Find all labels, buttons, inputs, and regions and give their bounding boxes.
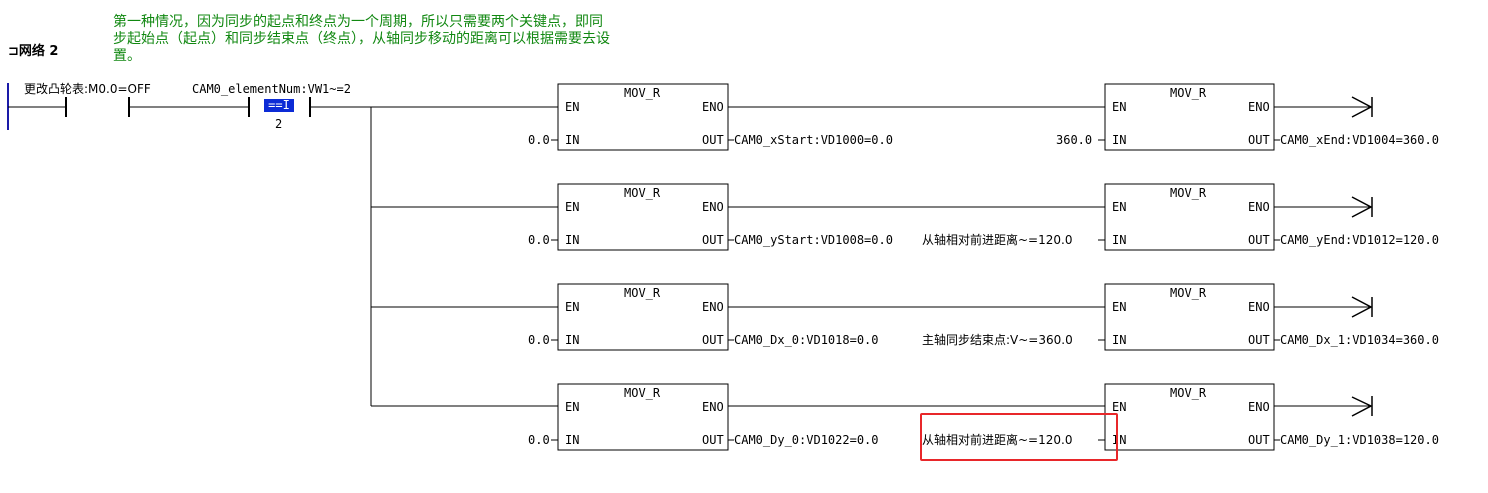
compare-value[interactable]: 2 [275,117,283,131]
box-4b-eno: ENO [1248,400,1270,414]
box-4b-out: OUT [1248,433,1270,447]
box-4a-en: EN [565,400,580,414]
highlight-box [920,413,1118,461]
box-4b-out-operand[interactable]: CAM0_Dy_1:VD1038=120.0 [1280,433,1439,447]
box-4a-in-operand[interactable]: 0.0 [528,433,550,447]
box-1b-out: OUT [1248,133,1270,147]
box-2b-in: IN [1112,233,1127,247]
box-4a-in: IN [565,433,580,447]
rung-row-2 [371,183,1373,251]
box-4b-title: MOV_R [1170,386,1207,400]
box-1a-in: IN [565,133,580,147]
box-1b-title: MOV_R [1170,86,1207,100]
rung-row-1 [371,83,1373,151]
network-comment[interactable]: 第一种情况，因为同步的起点和终点为一个周期，所以只需要两个关键点，即同步起始点（… [113,14,610,64]
network-title-label: 网络 2 [18,44,59,59]
box-2b-en: EN [1112,200,1127,214]
coil-arrow-icon-4 [1351,396,1373,417]
rung-row-4 [371,383,1373,451]
mov-r-box-4a [557,383,729,451]
box-2b-eno: ENO [1248,200,1270,214]
coil-arrow-icon-2 [1351,196,1373,218]
network-title[interactable]: ⊐网络 2 [8,40,58,59]
box-3a-title: MOV_R [624,286,661,300]
box-3b-title: MOV_R [1170,286,1207,300]
rung-row-3 [371,283,1373,351]
box-3b-in-operand[interactable]: 主轴同步结束点:V~=360.0 [922,333,1073,347]
box-3a-in-operand[interactable]: 0.0 [528,333,550,347]
box-1a-in-operand[interactable]: 0.0 [528,133,550,147]
box-1a-en: EN [565,100,580,114]
coil-arrow-icon-3 [1351,296,1373,318]
box-2a-title: MOV_R [624,186,661,200]
box-4b-en: EN [1112,400,1127,414]
box-3a-out: OUT [702,333,724,347]
box-3b-out-operand[interactable]: CAM0_Dx_1:VD1034=360.0 [1280,333,1439,347]
box-4b-in-operand[interactable]: 从轴相对前进距离~=120.0 [922,433,1073,447]
box-1b-eno: ENO [1248,100,1270,114]
box-2a-in: IN [565,233,580,247]
box-1a-out: OUT [702,133,724,147]
box-3a-eno: ENO [702,300,724,314]
box-4a-out-operand[interactable]: CAM0_Dy_0:VD1022=0.0 [734,433,879,447]
box-3b-in: IN [1112,333,1127,347]
mov-r-box-2a [557,183,729,251]
box-1b-in-operand[interactable]: 360.0 [1056,133,1093,147]
contact2-label[interactable]: CAM0_elementNum:VW1~=2 [192,82,351,96]
mov-r-box-4b [1104,383,1275,451]
box-1a-eno: ENO [702,100,724,114]
box-2b-out-operand[interactable]: CAM0_yEnd:VD1012=120.0 [1280,233,1439,247]
box-2a-out-operand[interactable]: CAM0_yStart:VD1008=0.0 [734,233,893,247]
mov-r-box-3a [557,283,729,351]
box-2b-in-operand[interactable]: 从轴相对前进距离~=120.0 [922,233,1073,247]
mov-r-box-3b [1104,283,1275,351]
box-3b-eno: ENO [1248,300,1270,314]
box-3a-en: EN [565,300,580,314]
box-3a-in: IN [565,333,580,347]
box-2a-eno: ENO [702,200,724,214]
box-3a-out-operand[interactable]: CAM0_Dx_0:VD1018=0.0 [734,333,879,347]
box-4a-title: MOV_R [624,386,661,400]
box-1a-out-operand[interactable]: CAM0_xStart:VD1000=0.0 [734,133,893,147]
box-2b-out: OUT [1248,233,1270,247]
mov-r-box-1b [1104,83,1275,151]
mov-r-box-1a [557,83,729,151]
box-1b-in: IN [1112,133,1127,147]
mov-r-box-2b [1104,183,1275,251]
coil-arrow-icon-1 [1351,96,1373,118]
contact1-label[interactable]: 更改凸轮表:M0.0=OFF [24,82,151,96]
box-1b-en: EN [1112,100,1127,114]
box-1a-title: MOV_R [624,86,661,100]
box-2a-out: OUT [702,233,724,247]
box-1b-out-operand[interactable]: CAM0_xEnd:VD1004=360.0 [1280,133,1439,147]
box-4b-in: IN [1112,433,1127,447]
box-2b-title: MOV_R [1170,186,1207,200]
box-4a-out: OUT [702,433,724,447]
box-3b-out: OUT [1248,333,1270,347]
box-3b-en: EN [1112,300,1127,314]
box-2a-en: EN [565,200,580,214]
box-4a-eno: ENO [702,400,724,414]
compare-operator[interactable]: ==I [264,99,294,112]
box-2a-in-operand[interactable]: 0.0 [528,233,550,247]
collapse-icon[interactable]: ⊐ [8,44,19,59]
